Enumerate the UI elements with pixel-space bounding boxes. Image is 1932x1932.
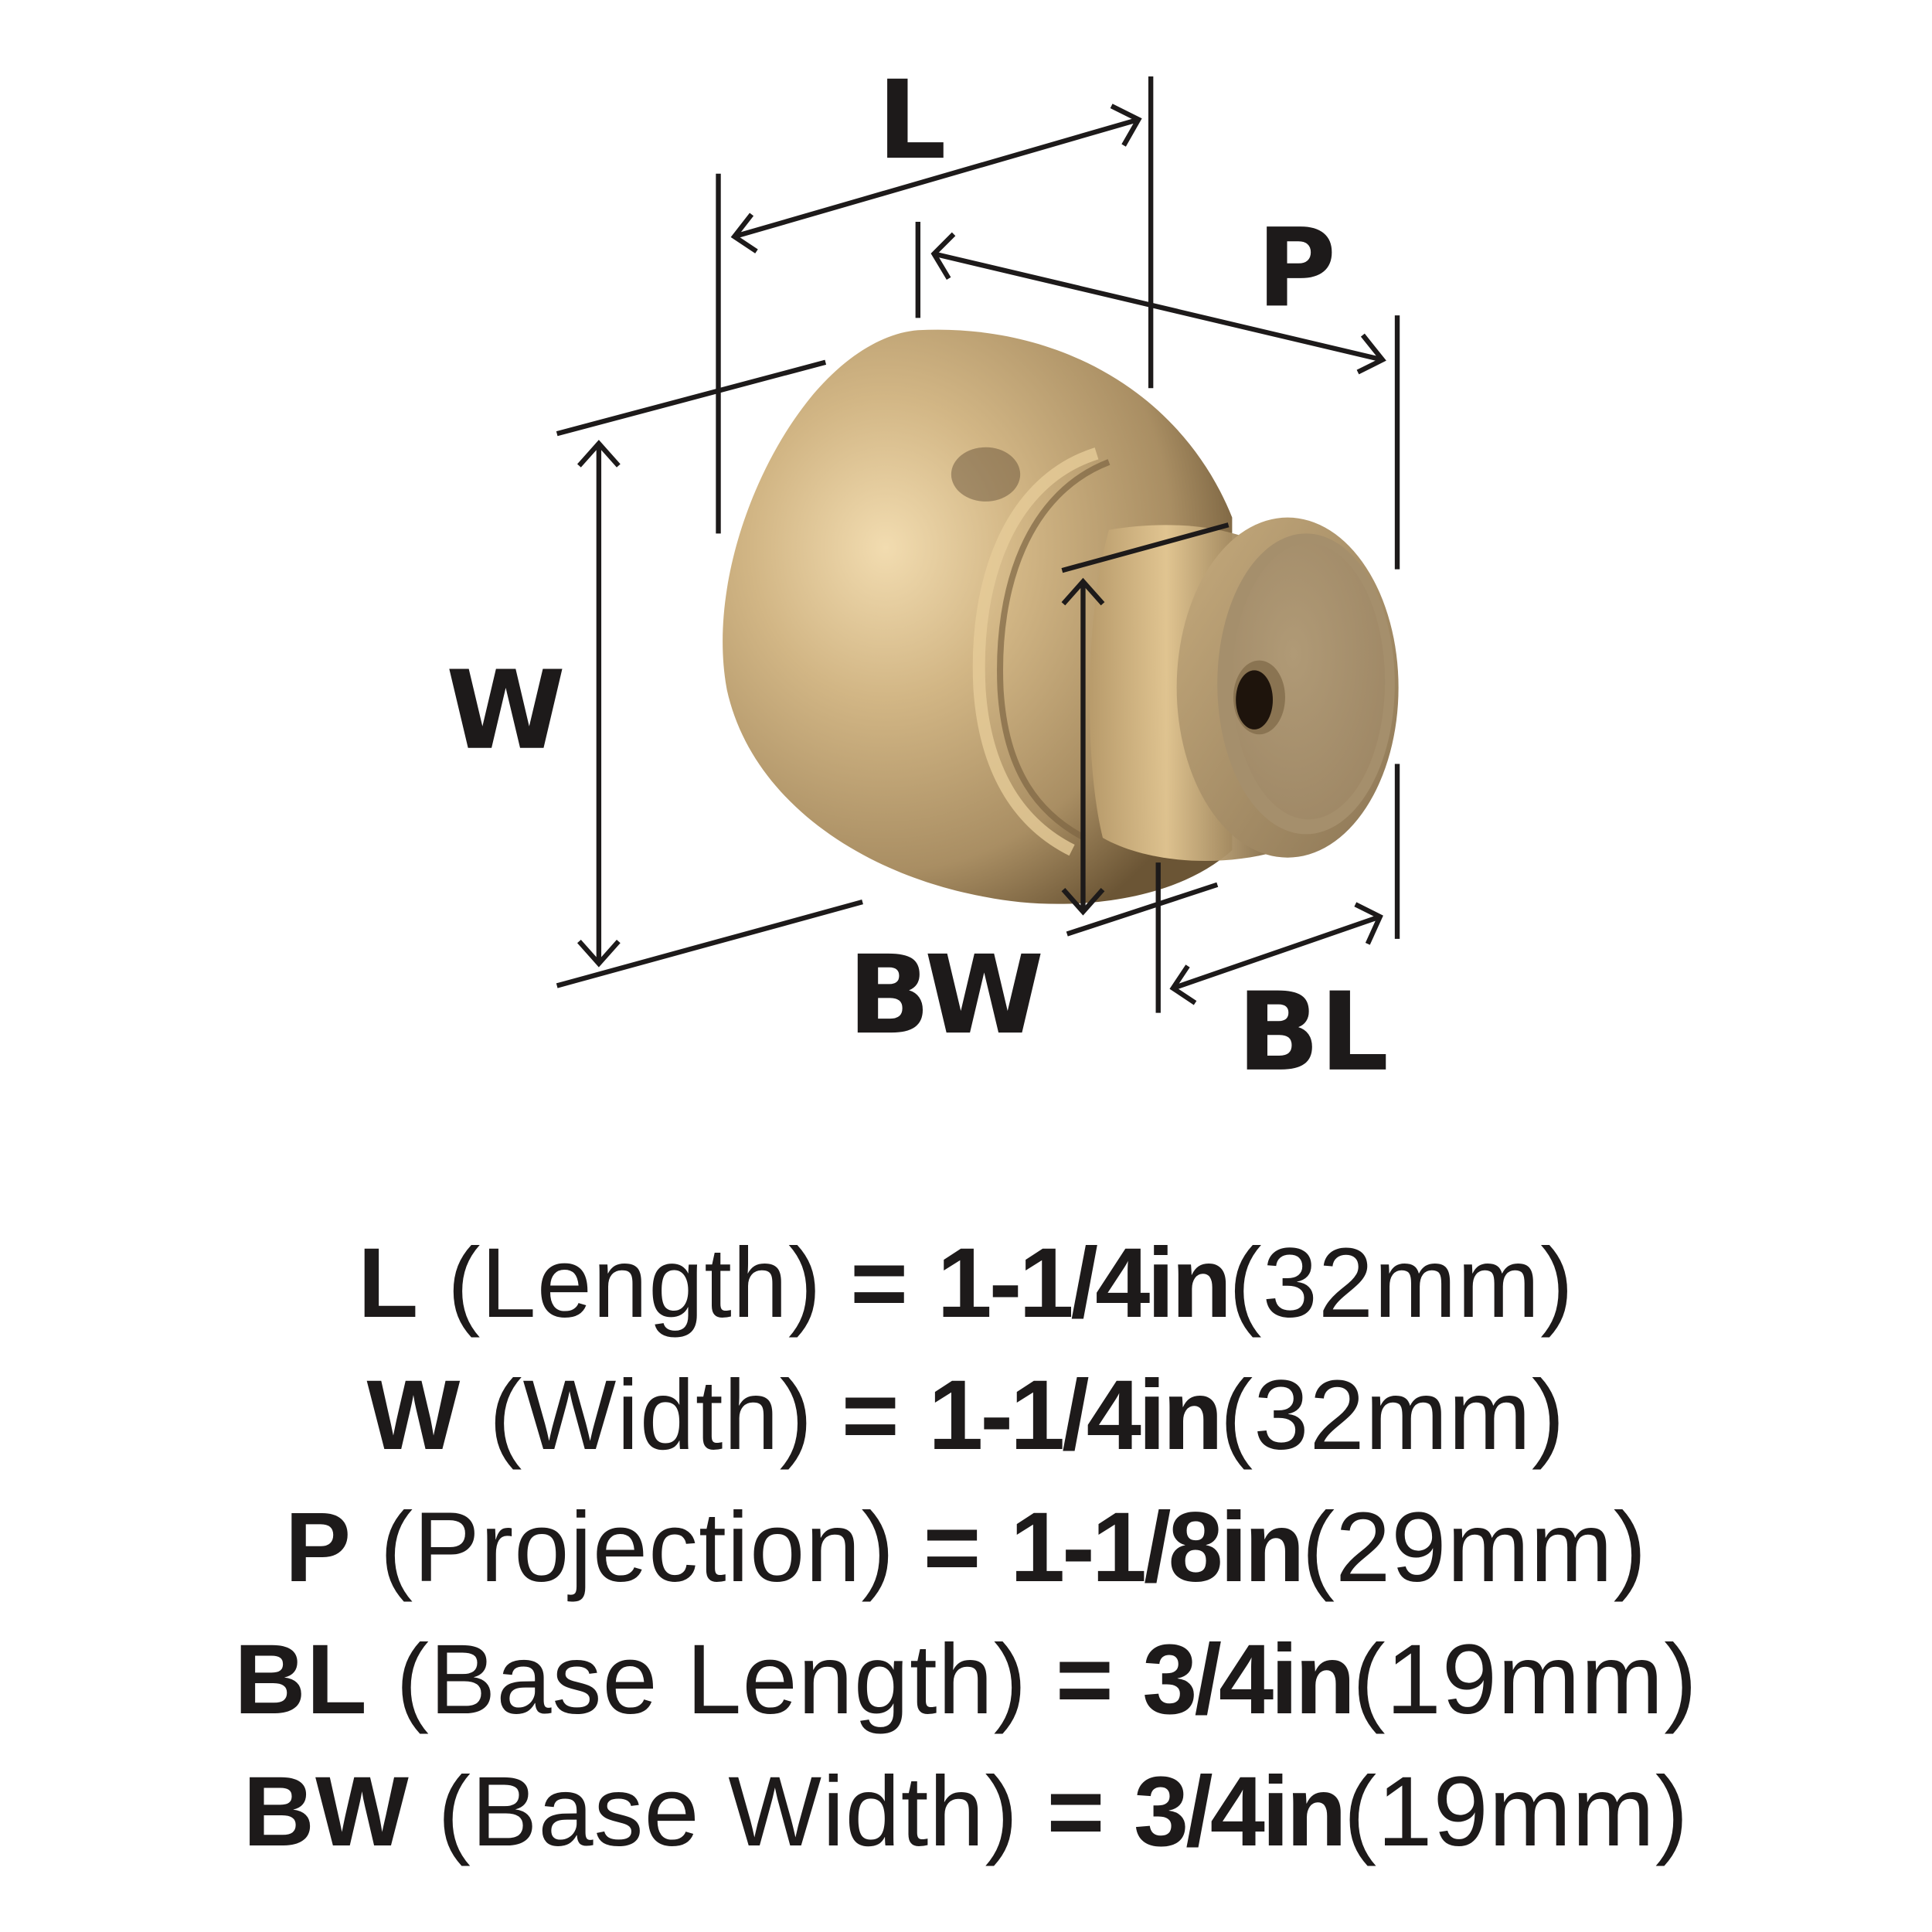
spec-code: P (284, 1492, 352, 1603)
label-base-length: BL (1237, 970, 1389, 1096)
spec-equals: = (923, 1492, 982, 1603)
label-base-width: BW (848, 933, 1044, 1059)
spec-code: BW (243, 1757, 410, 1867)
spec-equals: = (841, 1360, 900, 1471)
projection-arrow (930, 232, 1386, 375)
spec-name: (Base Length) (396, 1624, 1028, 1735)
spec-metric: (19mm) (1352, 1624, 1698, 1735)
label-projection: P (1257, 206, 1336, 332)
spec-name: (Length) (447, 1228, 822, 1338)
spec-base-width: BW (Base Width) = 3/4in(19mm) (0, 1746, 1932, 1878)
screw-hole (1236, 670, 1274, 730)
label-width: W (446, 648, 566, 774)
spec-imperial: 3/4in (1133, 1757, 1347, 1867)
length-arrow (730, 104, 1142, 253)
base-length-arrow (1169, 902, 1383, 1005)
spec-name: (Base Width) (437, 1757, 1019, 1867)
spec-projection: P (Projection) = 1-1/8in(29mm) (0, 1481, 1932, 1614)
spec-code: L (358, 1228, 420, 1338)
spec-metric: (29mm) (1301, 1492, 1648, 1603)
knob-shadow-spot (951, 447, 1021, 502)
spec-metric: (32mm) (1229, 1228, 1574, 1338)
label-length: L (877, 58, 946, 184)
spec-metric: (32mm) (1219, 1360, 1566, 1471)
width-arrow (577, 440, 621, 968)
spec-name: (Projection) (379, 1492, 896, 1603)
spec-imperial: 3/4in (1142, 1624, 1355, 1735)
base-width-arrow (1061, 577, 1105, 916)
dimension-specs: L (Length) = 1-1/4in(32mm) W (Width) = 1… (0, 1217, 1932, 1878)
spec-name: (Width) (488, 1360, 814, 1471)
spec-imperial: 1-1/8in (1009, 1492, 1304, 1603)
knob-dimension-diagram: L P W BW BL (446, 58, 1400, 1096)
spec-equals: = (1055, 1624, 1114, 1735)
spec-code: BL (234, 1624, 368, 1735)
spec-imperial: 1-1/4in (937, 1228, 1232, 1338)
spec-equals: = (1046, 1757, 1106, 1867)
spec-metric: (19mm) (1343, 1757, 1689, 1867)
knob-image (723, 329, 1399, 904)
dimension-lines (556, 76, 1400, 1013)
spec-width: W (Width) = 1-1/4in(32mm) (0, 1349, 1932, 1481)
spec-base-length: BL (Base Length) = 3/4in(19mm) (0, 1614, 1932, 1746)
spec-imperial: 1-1/4in (928, 1360, 1223, 1471)
spec-length: L (Length) = 1-1/4in(32mm) (0, 1217, 1932, 1349)
spec-code: W (366, 1360, 461, 1471)
spec-equals: = (850, 1228, 909, 1338)
knob-collar-ring (972, 447, 1099, 856)
